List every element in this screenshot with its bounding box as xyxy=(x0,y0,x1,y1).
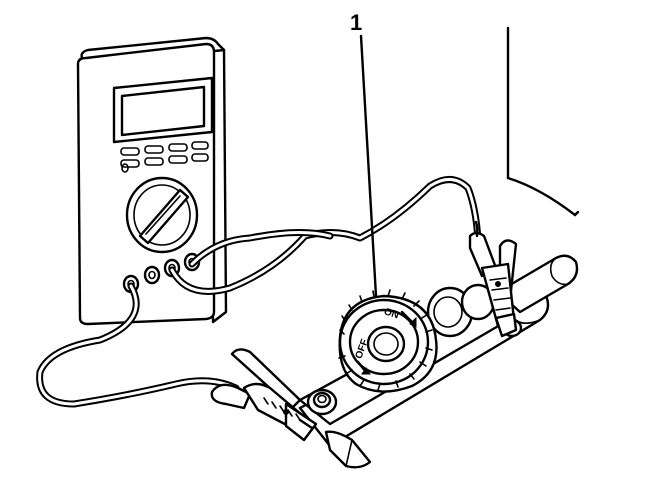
switch-center-knob xyxy=(366,325,406,363)
callout-1: 1 xyxy=(350,10,378,298)
alligator-clip-right xyxy=(468,231,518,338)
switch-on-label: ON xyxy=(382,306,400,321)
switch-on-arrow xyxy=(400,310,414,324)
callout-number: 1 xyxy=(350,10,362,35)
multimeter xyxy=(76,36,228,326)
multimeter-display xyxy=(120,85,206,137)
alligator-clip-left xyxy=(210,348,318,442)
callout-leader-line xyxy=(359,34,378,298)
background-structure xyxy=(506,26,580,217)
bracket-bolt-left xyxy=(306,388,338,416)
multimeter-buttons xyxy=(120,141,209,173)
bracket-boss-right xyxy=(426,283,496,338)
multimeter-rotary-dial xyxy=(125,176,199,254)
test-lead-wires xyxy=(36,176,482,408)
right-lead-end xyxy=(474,220,479,238)
switch-knurl-marks xyxy=(338,289,433,391)
ignition-rotary-switch: ON OFF xyxy=(338,289,438,393)
